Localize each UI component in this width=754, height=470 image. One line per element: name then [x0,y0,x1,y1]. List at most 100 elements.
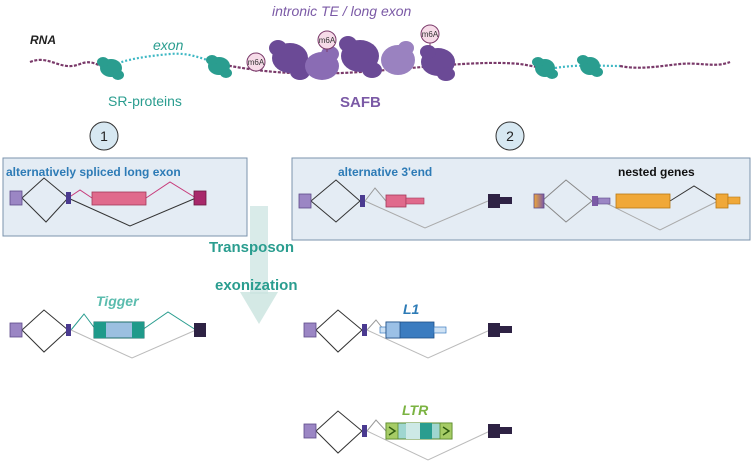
exon-label: exon [153,37,184,53]
splice-arc [315,309,363,331]
ltr-body [406,423,420,439]
exon [592,196,598,206]
alt-3prime-exon [385,194,407,208]
svg-text:1: 1 [100,128,108,144]
safb-protein [381,41,415,75]
sr-proteins-label: SR-proteins [108,93,182,109]
safb-protein [339,36,382,78]
splice-arc [364,187,387,202]
splice-arc [70,329,197,359]
l1-gene: L1 [303,301,512,359]
splice-arc [310,200,361,223]
ltr-body [420,423,432,439]
panel-2-title-left: alternative 3'end [338,165,432,179]
m6a-marker: m6A [246,52,266,72]
exon [303,322,317,338]
safb-protein [269,40,310,80]
m6a-marker: m6A [317,30,337,52]
rna-strand-right [619,60,731,69]
splice-arc [366,419,387,432]
l1-orf [385,321,401,339]
exon [193,190,207,206]
badge-2: 2 [495,121,525,151]
exon [362,324,367,336]
tigger-tir [94,322,106,338]
badge-1: 1 [89,121,119,151]
m6a-label: m6A [422,30,439,39]
exon-strand-1 [109,52,221,68]
m6a-label: m6A [319,36,336,45]
exon [194,323,206,337]
splice-arc [366,430,491,461]
exon [360,195,365,207]
panel-1-title: alternatively spliced long exon [6,165,181,179]
safb-protein [420,45,455,81]
long-exon [91,191,147,206]
transposon-label: Transposon [209,239,294,256]
exon [488,424,500,438]
exonization-arrow [240,206,278,324]
m6a-marker: m6A [420,24,440,46]
splice-arc [315,430,363,454]
svg-text:2: 2 [506,128,514,144]
safb-protein [305,46,339,80]
splice-arc [70,313,97,331]
splice-arc [669,185,719,202]
splice-arc [21,177,69,199]
sr-protein [577,55,603,77]
tigger-label: Tigger [96,293,140,309]
utr [500,197,512,204]
splice-arc [67,197,197,227]
exon [488,194,500,208]
ltr-arrow-right [442,426,451,436]
utr [500,326,512,333]
safb-label: SAFB [340,94,381,111]
l1-label: L1 [403,301,420,317]
sr-protein [97,57,124,80]
nested-exon [533,193,545,209]
exon [303,423,317,439]
utr [727,196,741,205]
panel-1: alternatively spliced long exon [2,157,248,237]
tigger-gene: Tigger [9,293,206,359]
rna-label: RNA [30,33,56,47]
te-label: intronic TE / long exon [272,3,412,19]
panel-2: alternative 3'end nested genes [291,157,751,241]
l1-utr [433,326,447,334]
utr [500,427,512,434]
utr [597,197,611,205]
exon [66,324,71,336]
splice-arc [21,329,69,353]
splice-arc [67,189,93,199]
splice-arc [21,309,69,331]
exon [9,190,23,206]
exon [66,192,71,204]
splice-arc [315,410,363,432]
splice-arc [21,197,69,223]
exon [298,193,312,209]
rna-schematic: RNA exon SR-proteins intronic TE / long … [29,3,731,111]
ltr-label: LTR [402,402,429,418]
splice-arc [141,311,197,331]
splice-arc [541,179,593,202]
utr [405,197,425,205]
exon [362,425,367,437]
splice-arc [145,181,197,199]
exonization-label: exonization [215,277,298,294]
ltr-arrow-left [388,426,397,436]
splice-arc [366,329,491,359]
nested-long-exon [615,193,671,209]
splice-arc [364,200,489,229]
exon [9,322,23,338]
m6a-label: m6A [248,58,265,67]
sr-protein [532,57,558,79]
splice-arc [310,179,361,202]
exon [715,193,729,209]
tigger-tir [132,322,144,338]
sr-protein [206,55,232,78]
panel-2-title-right: nested genes [618,165,695,179]
splice-arc [315,329,363,353]
splice-arc [601,200,719,231]
exon [488,323,500,337]
